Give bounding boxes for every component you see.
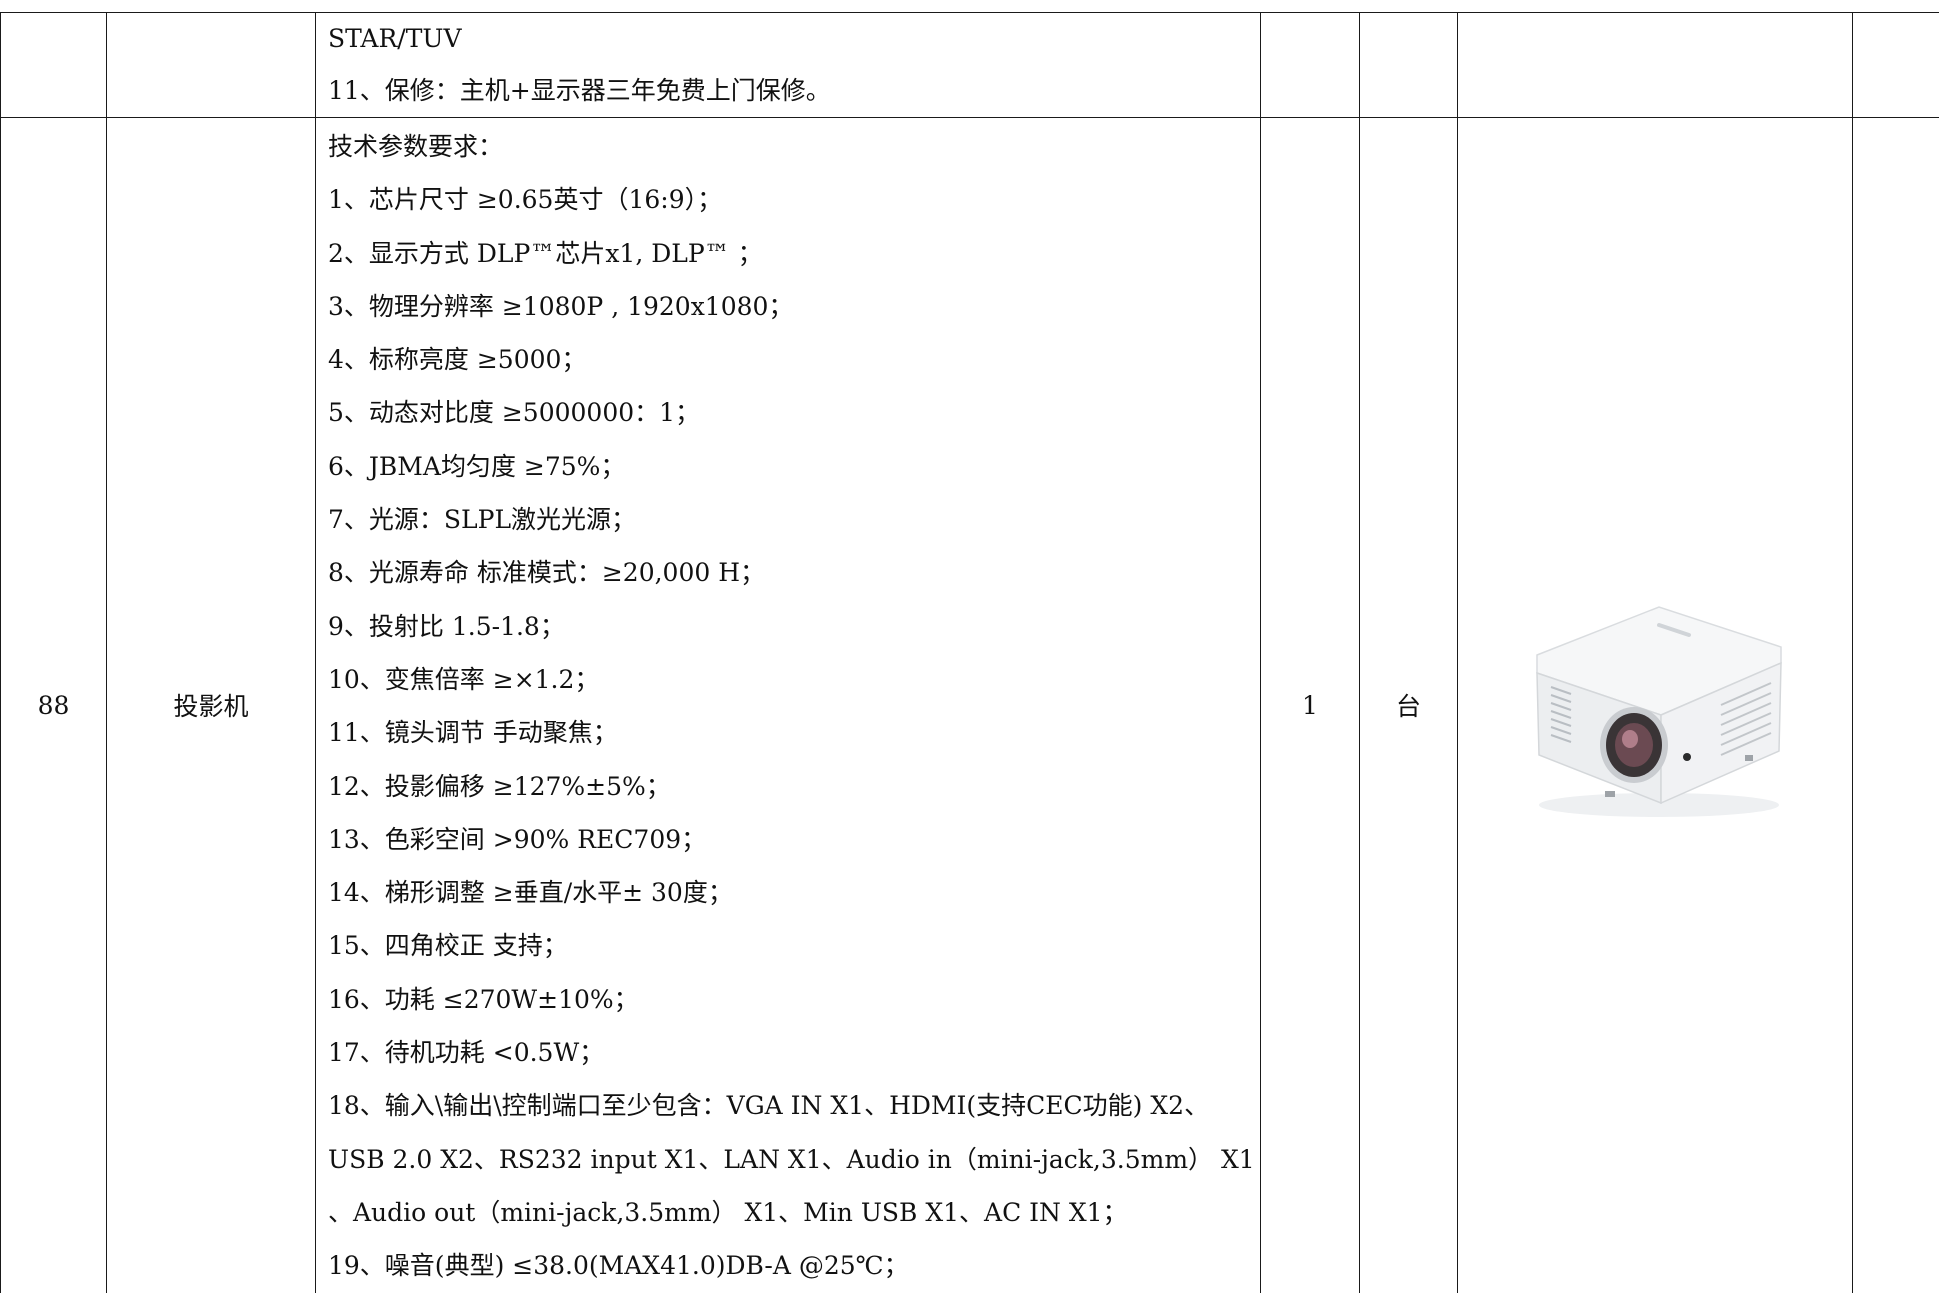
cell-extra-prev: [1853, 13, 1939, 118]
table-row-prev: STAR/TUV 11、保修：主机+显示器三年免费上门保修。: [1, 13, 1939, 118]
spec-line: 、Audio out（mini-jack,3.5mm） X1、Min USB X…: [328, 1186, 1260, 1239]
spec-list: 技术参数要求： 1、芯片尺寸 ≥0.65英寸（16:9）； 2、显示方式 DLP…: [316, 118, 1260, 1293]
projector-icon: [1509, 555, 1809, 855]
spec-line: 10、变焦倍率 ≥×1.2；: [328, 653, 1260, 706]
spec-heading: 技术参数要求：: [328, 120, 1260, 173]
cell-index-prev: [1, 13, 107, 118]
cell-image-prev: [1458, 13, 1853, 118]
spec-line: 13、色彩空间 >90% REC709；: [328, 813, 1260, 866]
spec-table: STAR/TUV 11、保修：主机+显示器三年免费上门保修。 88 投影机 技术…: [0, 12, 1939, 1293]
cell-unit-prev: [1360, 13, 1458, 118]
spec-line: 11、镜头调节 手动聚焦；: [328, 706, 1260, 759]
spec-line: 7、光源：SLPL激光光源；: [328, 493, 1260, 546]
spec-line: 1、芯片尺寸 ≥0.65英寸（16:9）；: [328, 173, 1260, 226]
spec-line: 19、噪音(典型) ≤38.0(MAX41.0)DB-A @25℃；: [328, 1239, 1260, 1292]
projector-image: [1458, 555, 1852, 855]
spec-line: 2、显示方式 DLP™芯片x1, DLP™ ；: [328, 227, 1260, 280]
spec-line: 9、投射比 1.5-1.8；: [328, 600, 1260, 653]
spec-line: 11、保修：主机+显示器三年免费上门保修。: [316, 65, 1260, 117]
spec-line: 4、标称亮度 ≥5000；: [328, 333, 1260, 386]
table-row-projector: 88 投影机 技术参数要求： 1、芯片尺寸 ≥0.65英寸（16:9）； 2、显…: [1, 118, 1939, 1293]
spec-line: 15、四角校正 支持；: [328, 919, 1260, 972]
cell-spec-prev: STAR/TUV 11、保修：主机+显示器三年免费上门保修。: [316, 13, 1261, 118]
spec-line: 8、光源寿命 标准模式：≥20,000 H；: [328, 546, 1260, 599]
item-extra: [1853, 118, 1939, 1293]
spec-line: 5、动态对比度 ≥5000000：1；: [328, 386, 1260, 439]
spec-line: 3、物理分辨率 ≥1080P , 1920x1080；: [328, 280, 1260, 333]
item-quantity: 1: [1261, 118, 1360, 1293]
item-spec: 技术参数要求： 1、芯片尺寸 ≥0.65英寸（16:9）； 2、显示方式 DLP…: [316, 118, 1261, 1293]
spec-line: 12、投影偏移 ≥127%±5%；: [328, 760, 1260, 813]
spec-line: USB 2.0 X2、RS232 input X1、LAN X1、Audio i…: [328, 1133, 1260, 1186]
spec-line: 16、功耗 ≤270W±10%；: [328, 973, 1260, 1026]
item-name: 投影机: [107, 118, 316, 1293]
cell-quantity-prev: [1261, 13, 1360, 118]
spec-line: 6、JBMA均匀度 ≥75%；: [328, 440, 1260, 493]
spec-line: 14、梯形调整 ≥垂直/水平± 30度；: [328, 866, 1260, 919]
item-unit: 台: [1360, 118, 1458, 1293]
spec-line: STAR/TUV: [316, 13, 1260, 65]
spec-line: 17、待机功耗 <0.5W；: [328, 1026, 1260, 1079]
cell-name-prev: [107, 13, 316, 118]
item-image-cell: [1458, 118, 1853, 1293]
item-index: 88: [1, 118, 107, 1293]
spec-line: 18、输入\输出\控制端口至少包含：VGA IN X1、HDMI(支持CEC功能…: [328, 1079, 1260, 1132]
